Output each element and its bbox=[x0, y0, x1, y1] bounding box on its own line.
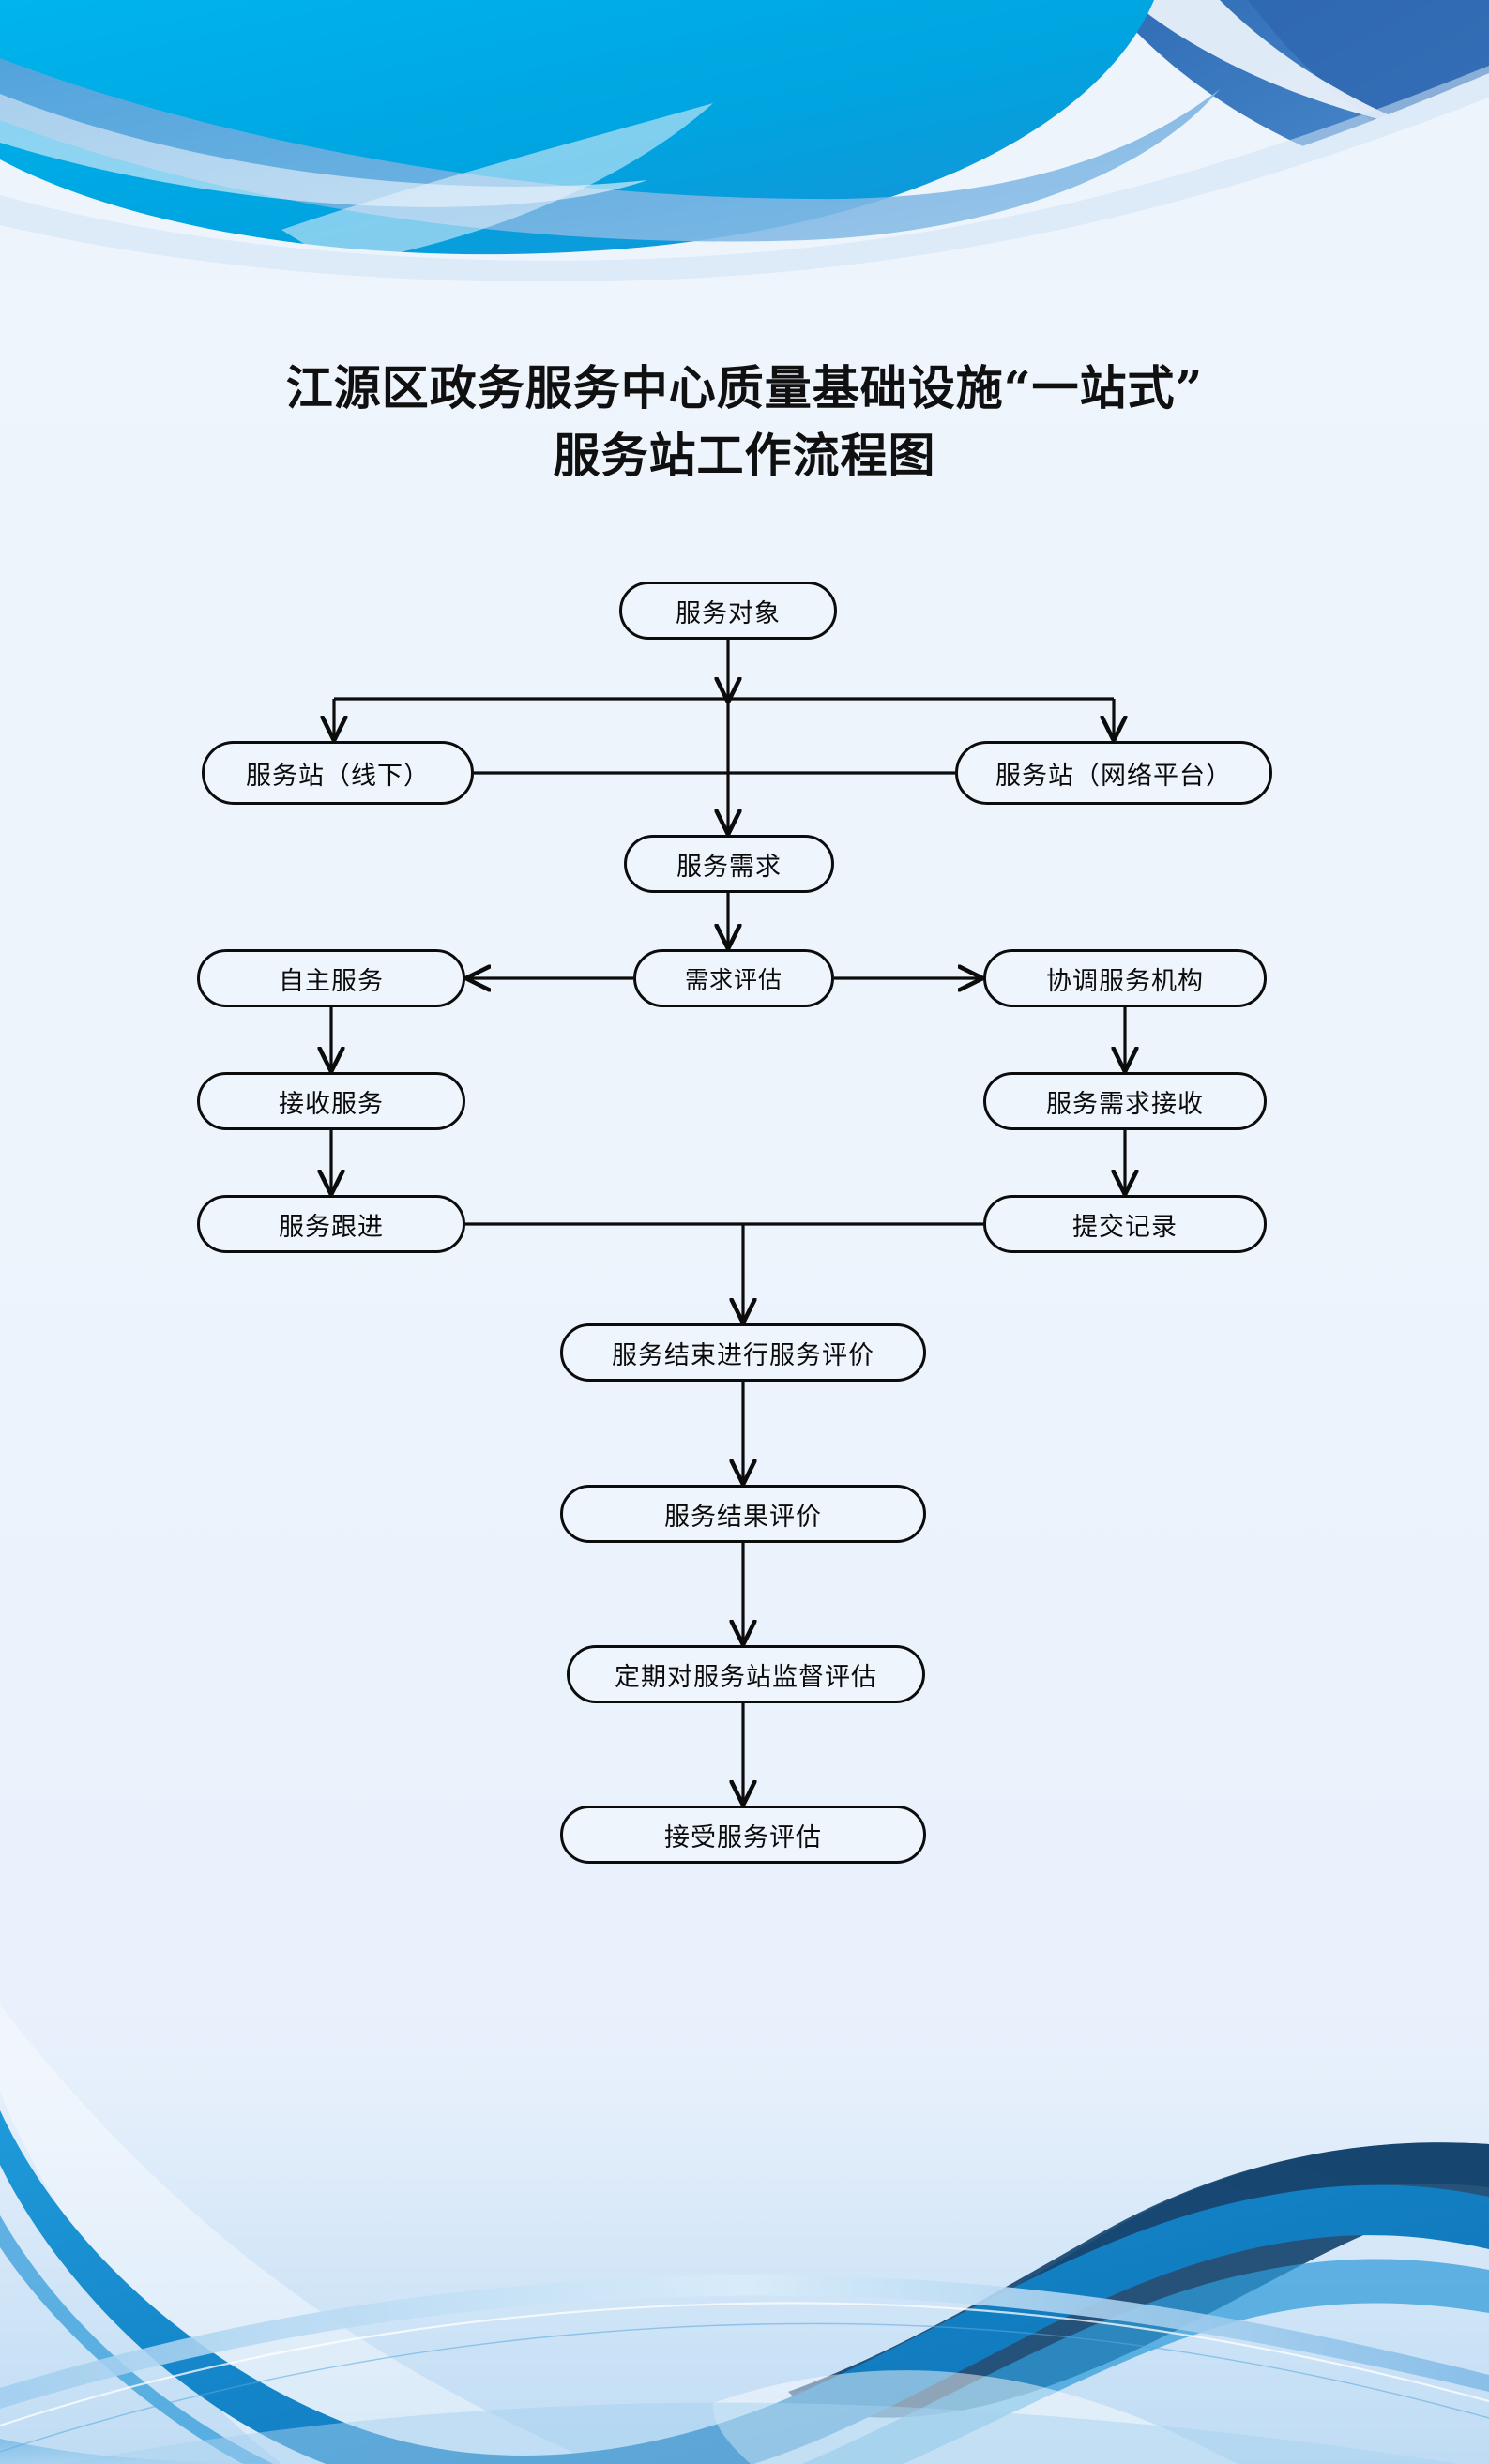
flow-node-service-target[interactable]: 服务对象 bbox=[619, 582, 837, 640]
flow-node-demand-reception[interactable]: 服务需求接收 bbox=[983, 1072, 1267, 1130]
flow-node-service-station-online[interactable]: 服务站（网络平台） bbox=[955, 741, 1272, 805]
poster-title: 江源区政务服务中心质量基础设施“一站式” 服务站工作流程图 bbox=[0, 355, 1489, 490]
flow-node-periodic-supervision[interactable]: 定期对服务站监督评估 bbox=[567, 1645, 925, 1703]
title-line-1: 江源区政务服务中心质量基础设施“一站式” bbox=[285, 360, 1204, 416]
flow-node-service-station-offline[interactable]: 服务站（线下） bbox=[202, 741, 474, 805]
flow-node-service-demand[interactable]: 服务需求 bbox=[624, 835, 834, 893]
title-line-2: 服务站工作流程图 bbox=[553, 428, 936, 483]
flow-node-service-followup[interactable]: 服务跟进 bbox=[197, 1195, 465, 1253]
flow-node-submit-record[interactable]: 提交记录 bbox=[983, 1195, 1267, 1253]
flow-node-accept-service-evaluation[interactable]: 接受服务评估 bbox=[560, 1806, 926, 1864]
flow-node-demand-assessment[interactable]: 需求评估 bbox=[633, 949, 834, 1007]
flow-node-service-result-evaluation[interactable]: 服务结果评价 bbox=[560, 1485, 926, 1543]
flow-node-self-service[interactable]: 自主服务 bbox=[197, 949, 465, 1007]
flow-node-receive-service[interactable]: 接收服务 bbox=[197, 1072, 465, 1130]
flow-node-end-service-evaluation[interactable]: 服务结束进行服务评价 bbox=[560, 1323, 926, 1382]
flow-node-coordinate-agency[interactable]: 协调服务机构 bbox=[983, 949, 1267, 1007]
